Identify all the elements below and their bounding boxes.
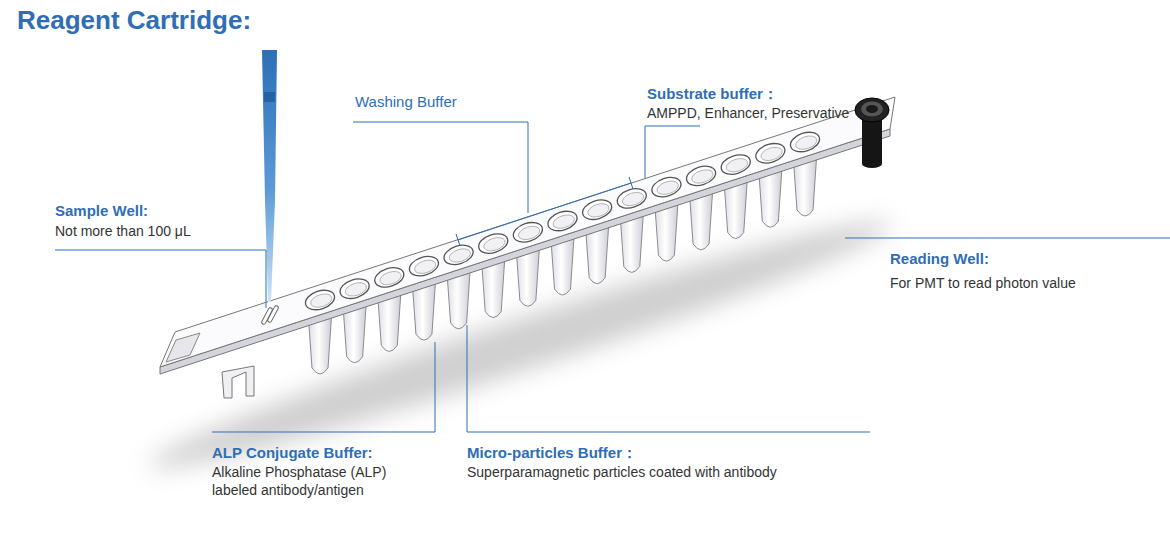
well-opening — [511, 219, 545, 245]
well-inner — [759, 145, 784, 163]
well-inner — [551, 213, 576, 231]
well-inner — [378, 269, 403, 287]
part-description: Not more than 100 μL — [55, 222, 191, 240]
part-label: Reading Well: — [890, 249, 989, 269]
well-opening — [649, 174, 683, 200]
well-opening — [407, 253, 441, 279]
part-label: ALP Conjugate Buffer: — [212, 443, 373, 463]
pipette-tip — [262, 50, 277, 302]
well-opening — [303, 287, 337, 313]
part-label: Micro-particles Buffer： — [467, 443, 637, 463]
leader-line — [353, 122, 528, 213]
well-opening — [442, 242, 476, 268]
part-label: Substrate buffer： — [647, 84, 778, 104]
well-opening — [545, 208, 579, 234]
part-description: Superparamagnetic particles coated with … — [467, 463, 777, 481]
leader-line — [645, 126, 700, 178]
well-opening — [580, 197, 614, 223]
well-inner — [517, 224, 542, 242]
well-inner — [725, 156, 750, 174]
well-opening — [788, 129, 822, 155]
part-description: For PMT to read photon value — [890, 274, 1076, 292]
tube-group — [307, 136, 818, 374]
sample-well — [261, 305, 279, 325]
well-inner — [344, 280, 369, 298]
bracket — [456, 177, 633, 246]
well-opening — [615, 185, 649, 211]
well-opening — [476, 230, 510, 256]
leader-lines — [55, 122, 1170, 432]
well-inner — [413, 258, 438, 276]
part-description: AMPPD, Enhancer, Preservative — [647, 104, 849, 122]
reading-well — [855, 98, 889, 168]
well-inner — [794, 134, 819, 152]
well-inner — [309, 292, 334, 310]
well-opening — [684, 163, 718, 189]
leader-line — [467, 325, 870, 432]
well-inner — [482, 235, 507, 253]
well-opening — [753, 140, 787, 166]
diagram-title: Reagent Cartridge: — [17, 4, 251, 38]
well-opening — [372, 264, 406, 290]
well-opening — [719, 151, 753, 177]
leader-line — [845, 238, 1170, 239]
well-group — [303, 129, 822, 313]
cartridge-foot — [222, 366, 254, 398]
leader-line — [55, 250, 266, 308]
well-opening — [338, 276, 372, 302]
well-inner — [448, 246, 473, 264]
pipette-liquid — [264, 92, 275, 102]
well-inner — [621, 190, 646, 208]
strip-tab — [166, 333, 200, 362]
part-label: Washing Buffer — [355, 92, 457, 112]
well-inner — [586, 201, 611, 219]
part-label: Sample Well: — [55, 201, 148, 221]
leader-line — [212, 342, 435, 432]
well-inner — [690, 167, 715, 185]
well-inner — [655, 179, 680, 197]
part-description: Alkaline Phosphatase (ALP) labeled antib… — [212, 463, 417, 499]
